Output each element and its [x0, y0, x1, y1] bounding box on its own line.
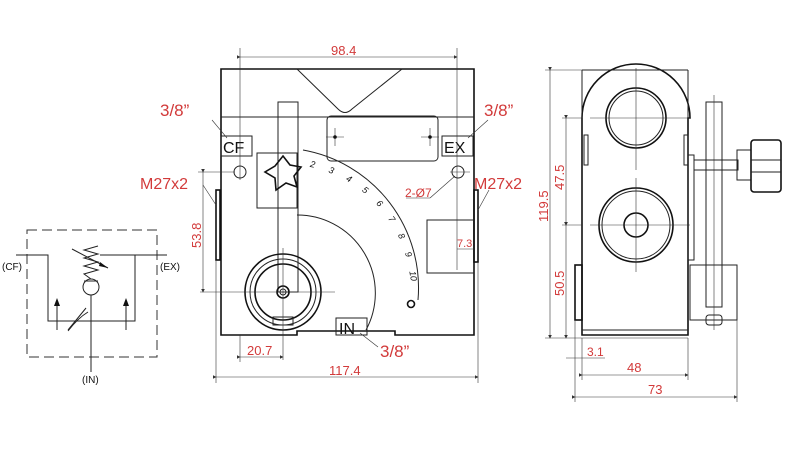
- callout-holes: 2-Ø7: [405, 186, 432, 200]
- v-notch: [296, 68, 403, 113]
- star-knob-icon: [263, 154, 303, 192]
- scale-mark: 4: [344, 173, 353, 184]
- side-body-outline: [581, 63, 691, 336]
- callout-in-thread: 3/8”: [380, 342, 410, 361]
- scale-mark: 6: [374, 198, 385, 209]
- dim-vertical: 53.8: [189, 223, 204, 248]
- ex-port-box: [441, 135, 474, 157]
- dim-top-width: 98.4: [331, 43, 356, 58]
- port-label-cf: (CF): [2, 262, 22, 273]
- side-lower-block: [689, 264, 738, 321]
- dim-side-overall-width: 73: [648, 382, 662, 397]
- dim-step: 7.3: [457, 238, 472, 250]
- throttle-icon: [67, 311, 89, 332]
- dim-side-height: 119.5: [536, 190, 551, 222]
- scale-arc: [302, 149, 420, 301]
- hydraulic-schematic: (CF) (EX) (IN): [2, 229, 180, 386]
- inner-arc: [296, 214, 376, 331]
- cf-port-box: [220, 135, 253, 157]
- spring-icon: [82, 245, 100, 280]
- scale-mark: 7: [386, 214, 398, 225]
- callout-right-mount: M27x2: [474, 176, 522, 193]
- ex-label: EX: [444, 140, 466, 157]
- side-knob: [750, 139, 782, 193]
- scale-mark: 9: [403, 250, 414, 258]
- in-port-box: [335, 317, 368, 336]
- cf-label: CF: [223, 140, 245, 157]
- port-label-in: (IN): [82, 375, 99, 386]
- flow-arrow-icon: [123, 298, 129, 306]
- side-mount-flange: [574, 264, 583, 321]
- dim-overall-width: 117.4: [329, 363, 361, 378]
- scale-mark: 8: [396, 232, 407, 241]
- left-mount-flange: [215, 189, 221, 261]
- flow-arrow-icon: [54, 298, 60, 306]
- callout-cf-thread: 3/8”: [160, 101, 190, 120]
- dim-knob-offset: 20.7: [247, 343, 272, 358]
- dim-side-lower: 50.5: [552, 271, 567, 296]
- port-label-ex: (EX): [160, 262, 180, 273]
- name-plate: [326, 115, 439, 162]
- dim-side-upper: 47.5: [552, 165, 567, 190]
- valve-body-outline: [220, 68, 475, 336]
- scale-mark: 3: [327, 165, 335, 176]
- lever-bracket: [256, 152, 298, 209]
- right-mount-flange: [473, 189, 479, 263]
- dim-side-offset: 3.1: [587, 345, 604, 359]
- callout-ex-thread: 3/8”: [484, 101, 514, 120]
- callout-left-mount: M27x2: [140, 176, 188, 193]
- dim-side-body-width: 48: [627, 360, 641, 375]
- in-label: IN: [339, 321, 355, 338]
- scale-mark: 10: [407, 270, 418, 281]
- scale-mark: 5: [360, 185, 371, 197]
- scale-mark: 2: [308, 159, 316, 170]
- side-view: 119.5 47.5 50.5 3.1 48 73: [536, 63, 782, 402]
- schematic-boundary: [26, 229, 158, 358]
